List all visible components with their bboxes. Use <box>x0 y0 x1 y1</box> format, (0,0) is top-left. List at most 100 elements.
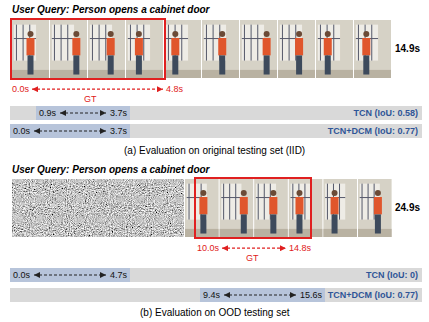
cabinet-line <box>358 25 359 61</box>
person-head <box>136 31 142 37</box>
person-body <box>135 38 143 55</box>
cabinet-line <box>67 25 68 61</box>
person-legs <box>363 55 369 74</box>
segment-span-arrow <box>224 295 296 296</box>
cabinet-line <box>61 25 62 61</box>
video-frame <box>88 20 125 78</box>
wall-panel <box>356 25 378 61</box>
person-head <box>108 31 114 37</box>
wall-panel <box>128 25 150 61</box>
cabinet-line <box>339 184 340 220</box>
person-body <box>331 197 339 214</box>
floor <box>323 229 357 237</box>
floor <box>289 229 323 237</box>
duration-label: 14.9s <box>395 43 420 55</box>
video-frame <box>164 20 201 78</box>
ground-truth-box <box>195 178 311 238</box>
person-head <box>375 190 381 196</box>
floor <box>164 70 201 78</box>
video-frame <box>50 20 87 78</box>
gt-span-arrow <box>222 248 286 249</box>
person-legs <box>296 55 302 74</box>
cabinet-line <box>264 184 265 220</box>
method-label: TCN+DCM (IoU: 0.77) <box>328 288 418 302</box>
video-frame <box>240 20 277 78</box>
person-legs <box>332 214 338 233</box>
method-label: TCN (IoU: 0.58) <box>353 106 418 120</box>
video-frame <box>126 20 163 78</box>
time-label: 9.4s <box>202 288 221 302</box>
person-legs <box>241 214 247 233</box>
time-label: 0.9s <box>38 106 57 120</box>
person-legs <box>325 55 331 74</box>
duration-label: 24.9s <box>395 202 420 214</box>
gt-label: GT <box>84 94 97 104</box>
person-legs <box>28 55 34 74</box>
gt-span-arrow <box>32 89 163 90</box>
person-body <box>362 38 370 55</box>
time-label: 0.0s <box>12 124 31 138</box>
wall-panel <box>242 25 264 61</box>
person-head <box>296 190 302 196</box>
time-label: 15.6s <box>299 288 323 302</box>
wall-panel <box>204 25 226 61</box>
segment-span-arrow <box>60 113 106 114</box>
cabinet-line <box>292 184 293 220</box>
video-frame <box>254 179 288 237</box>
video-frame <box>278 20 315 78</box>
cabinet-line <box>213 25 214 61</box>
video-frame <box>289 179 323 237</box>
wall-panel <box>187 184 207 220</box>
cabinet-line <box>168 25 169 61</box>
prediction-segment: 0.0s4.7s <box>10 268 130 282</box>
query-text: Person opens a cabinet door <box>72 4 209 16</box>
cabinet-line <box>181 25 182 61</box>
prediction-segment: 9.4s 15.6s <box>200 288 325 302</box>
floor <box>358 229 392 237</box>
ground-truth-box <box>11 19 165 79</box>
person-legs <box>108 55 114 74</box>
floor <box>354 70 391 78</box>
person-legs <box>136 55 142 74</box>
time-label: 10.0s <box>197 243 219 253</box>
cabinet-line <box>368 184 369 220</box>
person-head <box>241 190 247 196</box>
person-legs <box>264 55 270 74</box>
cabinet-line <box>23 25 24 61</box>
cabinet-line <box>320 25 321 61</box>
floor <box>126 70 163 78</box>
wall-panel <box>221 184 241 220</box>
query-heading: User Query: <box>12 4 69 16</box>
person-head <box>325 31 331 37</box>
video-frame <box>220 179 254 237</box>
prediction-bar: TCN (IoU: 0.58) 0.9s 3.7s <box>10 106 422 120</box>
person-body <box>107 38 115 55</box>
person-legs <box>219 55 225 74</box>
cabinet-line <box>143 25 144 61</box>
person-body <box>295 38 303 55</box>
prediction-bar: TCN (IoU: 0)0.0s4.7s <box>10 268 422 282</box>
person-body <box>295 197 303 214</box>
person-body <box>72 38 80 55</box>
wall-panel <box>14 25 36 61</box>
time-label: 3.7s <box>109 106 128 120</box>
person-body <box>240 197 248 214</box>
cabinet-line <box>244 25 245 61</box>
cabinet-line <box>105 25 106 61</box>
person-body <box>171 38 179 55</box>
video-frame <box>185 179 219 237</box>
segment-span-arrow <box>34 275 106 276</box>
caption: (b) Evaluation on OOD testing set <box>140 307 290 319</box>
person-head <box>200 190 206 196</box>
cabinet-line <box>362 184 363 220</box>
prediction-segment: 0.9s 3.7s <box>36 106 130 120</box>
person-head <box>219 31 225 37</box>
person-legs <box>172 55 178 74</box>
segment-span-arrow <box>34 131 106 132</box>
prediction-segment: 0.0s3.7s <box>10 124 130 138</box>
floor <box>240 70 277 78</box>
cabinet-line <box>235 184 236 220</box>
method-label: TCN+DCM (IoU: 0.77) <box>328 124 418 138</box>
cabinet-line <box>54 25 55 61</box>
